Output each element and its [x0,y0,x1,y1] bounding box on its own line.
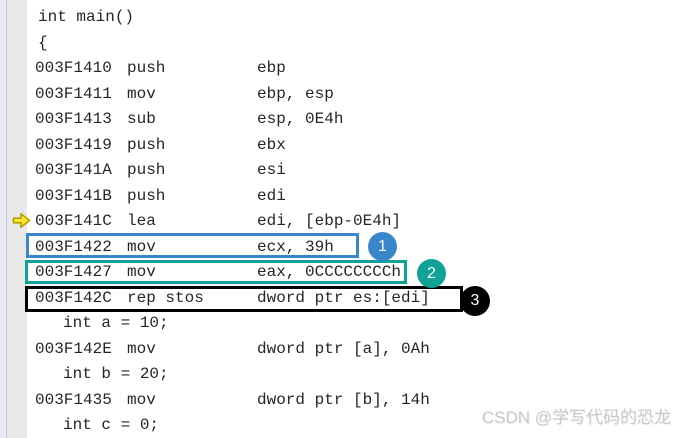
instruction-address: 003F1411 [35,84,112,103]
source-line[interactable]: int b = 20; [35,362,695,388]
instruction-mnemonic: lea [127,212,156,230]
source-line[interactable]: int c = 0; [35,413,695,438]
instruction-operands: eax, 0CCCCCCCCh [257,263,402,281]
instruction-mnemonic: mov [127,263,156,281]
instruction-operands: esi [257,161,286,179]
disassembly-row[interactable]: 003F1435 mov dword ptr [b], 14h [35,388,695,414]
disassembly-row[interactable]: 003F1411 mov ebp, esp [35,82,695,108]
instruction-operands: edi [257,186,286,205]
instruction-operands: dword ptr [b], 14h [257,390,430,409]
code-area: int main() { 003F1410 push ebp 003F1411 … [35,5,695,438]
instruction-operands: ebp, esp [257,84,334,103]
instruction-operands: ebx [257,135,286,154]
instruction-operands: dword ptr es:[edi] [257,288,430,307]
instruction-mnemonic: mov [127,237,156,256]
instruction-address: 003F142E [35,339,112,358]
source-code-text: int main() [38,8,135,26]
instruction-address: 003F1427 [35,263,112,281]
disassembly-row[interactable]: 003F1410 push ebp [35,56,695,82]
source-code-text: int a = 10; [63,314,169,332]
instruction-address: 003F1410 [35,59,112,77]
disassembly-row-current[interactable]: 003F141C lea edi, [ebp-0E4h] [35,209,695,235]
instruction-address: 003F1419 [35,135,112,154]
highlight-box-step2 [25,260,407,284]
instruction-address: 003F1422 [35,237,112,256]
watermark: CSDN @学写代码的恐龙 [481,408,671,427]
instruction-address: 003F141A [35,161,112,179]
disassembly-row-step2[interactable]: 003F1427 mov eax, 0CCCCCCCCh [35,260,695,286]
instruction-operands: dword ptr [a], 0Ah [257,339,430,358]
disassembly-row[interactable]: 003F1413 sub esp, 0E4h [35,107,695,133]
disassembly-row-step1[interactable]: 003F1422 mov ecx, 39h [35,235,695,261]
source-code-text: int b = 20; [63,365,169,383]
instruction-operands: edi, [ebp-0E4h] [257,212,402,230]
highlight-box-step1 [26,233,359,258]
instruction-mnemonic: push [127,135,166,154]
instruction-address: 003F1435 [35,390,112,409]
instruction-operands: ecx, 39h [257,237,334,256]
source-line[interactable]: int main() [35,5,695,31]
instruction-operands: esp, 0E4h [257,110,344,128]
disassembly-row[interactable]: 003F142E mov dword ptr [a], 0Ah [35,337,695,363]
current-instruction-arrow-icon [12,212,31,228]
instruction-mnemonic: push [127,59,166,77]
gutter-divider [6,0,7,438]
instruction-mnemonic: sub [127,110,156,128]
source-code-text: { [38,33,48,52]
disassembly-row[interactable]: 003F141B push edi [35,184,695,210]
instruction-address: 003F142C [35,288,112,307]
instruction-mnemonic: push [127,186,166,205]
instruction-mnemonic: push [127,161,166,179]
instruction-address: 003F141C [35,212,112,230]
instruction-mnemonic: mov [127,390,156,409]
source-line[interactable]: { [35,31,695,57]
disassembly-row[interactable]: 003F141A push esi [35,158,695,184]
instruction-mnemonic: mov [127,339,156,358]
step-badge-1: 1 [368,232,397,261]
instruction-address: 003F1413 [35,110,112,128]
step-badge-2: 2 [417,259,446,288]
highlight-box-step3 [25,286,463,312]
instruction-mnemonic: mov [127,84,156,103]
editor-left-edge [0,0,6,438]
step-badge-3: 3 [460,286,490,316]
source-line[interactable]: int a = 10; [35,311,695,337]
instruction-mnemonic: rep stos [127,288,204,307]
source-code-text: int c = 0; [63,416,160,434]
instruction-operands: ebp [257,59,286,77]
instruction-address: 003F141B [35,186,112,205]
disassembly-row-step3[interactable]: 003F142C rep stos dword ptr es:[edi] [35,286,695,312]
disassembly-row[interactable]: 003F1419 push ebx [35,133,695,159]
